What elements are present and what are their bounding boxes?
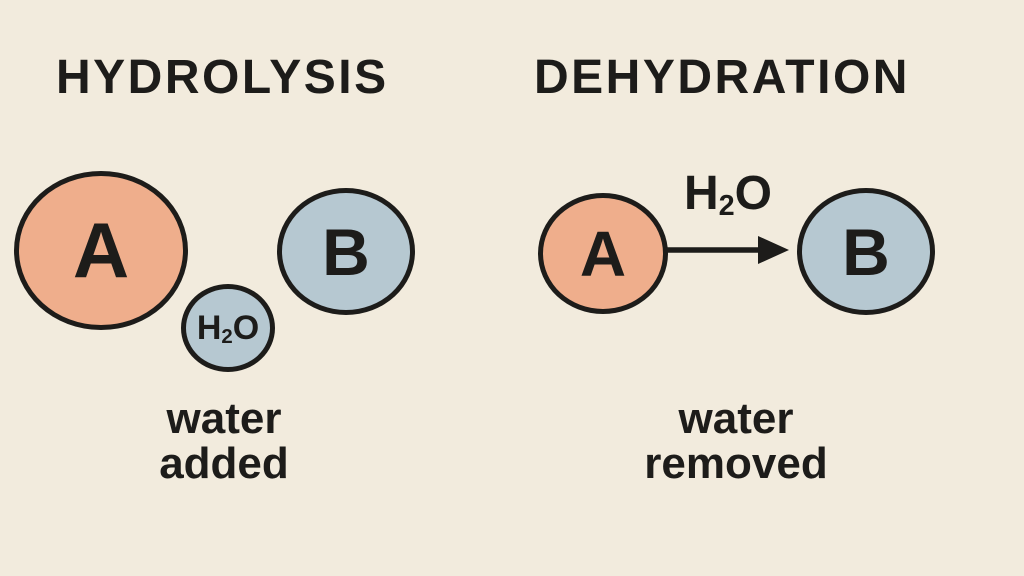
water-formula-h: H (683, 167, 719, 220)
dehydration-caption: water removed (626, 396, 846, 487)
water-formula-o: O (734, 167, 773, 220)
hydrolysis-water-circle: H2O (181, 284, 275, 372)
dehydration-title: DEHYDRATION (534, 51, 910, 104)
hydrolysis-caption: water added (114, 396, 334, 487)
hydrolysis-molecule-a-circle: A (14, 171, 188, 330)
dehydration-molecule-a-label: A (579, 217, 627, 290)
dehydration-molecule-b-label: B (842, 214, 890, 289)
hydrolysis-caption-line2: added (159, 439, 289, 489)
arrow-head-icon (758, 236, 789, 264)
hydrolysis-water-formula: H2O (197, 309, 259, 348)
water-formula-h: H (196, 308, 222, 347)
dehydration-molecule-b-circle: B (797, 188, 935, 315)
reaction-arrow (663, 236, 789, 264)
hydrolysis-molecule-b-label: B (322, 214, 370, 289)
hydrolysis-title: HYDROLYSIS (56, 51, 389, 104)
dehydration-water-label: H2O (650, 166, 806, 223)
water-formula-o: O (232, 308, 260, 347)
hydrolysis-molecule-a-label: A (72, 206, 130, 294)
water-formula-subscript: 2 (718, 190, 735, 223)
dehydration-water-formula: H2O (683, 167, 773, 223)
water-formula-subscript: 2 (221, 325, 233, 348)
hydrolysis-molecule-b-circle: B (277, 188, 415, 315)
dehydration-molecule-a-circle: A (538, 193, 668, 314)
dehydration-caption-line1: water (678, 394, 794, 443)
dehydration-caption-line2: removed (644, 439, 828, 489)
hydrolysis-caption-line1: water (166, 394, 282, 443)
